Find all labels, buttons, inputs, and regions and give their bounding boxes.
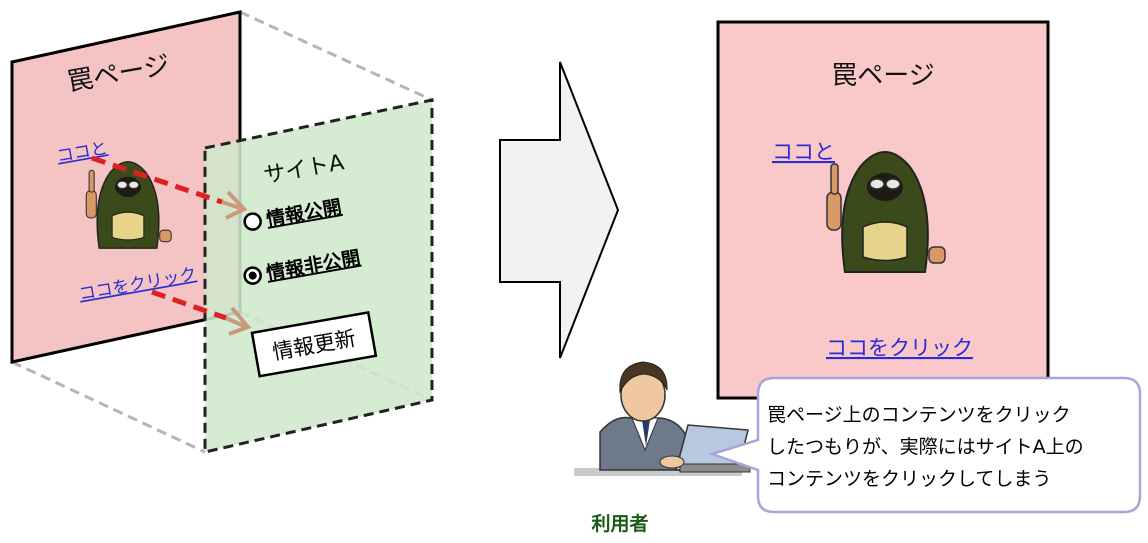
big-right-arrow-icon bbox=[499, 61, 620, 359]
hooded-hacker-icon bbox=[826, 151, 946, 273]
overlay-arrow-bottom bbox=[151, 289, 252, 336]
right-link-click[interactable]: ココをクリック bbox=[826, 336, 973, 360]
right-link-here[interactable]: ココと bbox=[772, 140, 835, 164]
speech-bubble bbox=[707, 376, 1142, 514]
radio-public-circle[interactable] bbox=[243, 212, 262, 231]
right-trap-page-title: 罠ページ bbox=[831, 61, 934, 91]
speech-line-2: したつもりが、実際にはサイトA上の bbox=[767, 436, 1084, 458]
overlay-arrow-top bbox=[91, 155, 248, 220]
radio-private-dot bbox=[248, 271, 257, 280]
hooded-hacker-icon bbox=[85, 161, 172, 249]
update-button[interactable]: 情報更新 bbox=[250, 310, 378, 378]
speech-line-3: コンテンツをクリックしてしまう bbox=[767, 468, 1051, 490]
user-label: 利用者 bbox=[591, 513, 648, 535]
speech-line-1: 罠ページ上のコンテンツをクリック bbox=[767, 404, 1071, 426]
